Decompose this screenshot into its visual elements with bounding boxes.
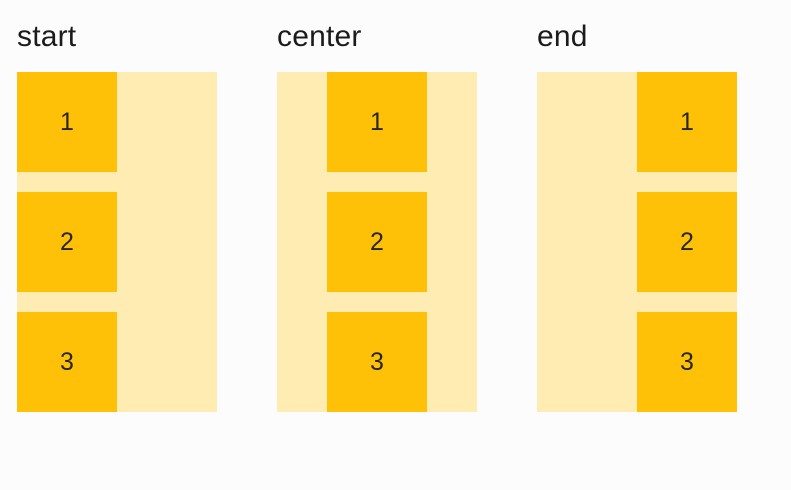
flex-alignment-demo: start 1 2 3 center 1 2 3 end 1 2 3 <box>17 18 737 412</box>
demo-column-center: center 1 2 3 <box>277 18 477 412</box>
flex-item: 3 <box>327 312 427 412</box>
flex-container-start: 1 2 3 <box>17 72 217 412</box>
flex-item: 1 <box>327 72 427 172</box>
flex-item: 1 <box>637 72 737 172</box>
flex-item: 2 <box>327 192 427 292</box>
flex-item: 3 <box>637 312 737 412</box>
flex-item: 1 <box>17 72 117 172</box>
demo-column-start: start 1 2 3 <box>17 18 217 412</box>
flex-container-end: 1 2 3 <box>537 72 737 412</box>
flex-item: 2 <box>17 192 117 292</box>
alignment-label-end: end <box>537 20 588 53</box>
flex-item: 3 <box>17 312 117 412</box>
demo-column-end: end 1 2 3 <box>537 18 737 412</box>
alignment-label-center: center <box>277 20 362 53</box>
flex-item: 2 <box>637 192 737 292</box>
alignment-label-start: start <box>17 20 77 53</box>
flex-container-center: 1 2 3 <box>277 72 477 412</box>
